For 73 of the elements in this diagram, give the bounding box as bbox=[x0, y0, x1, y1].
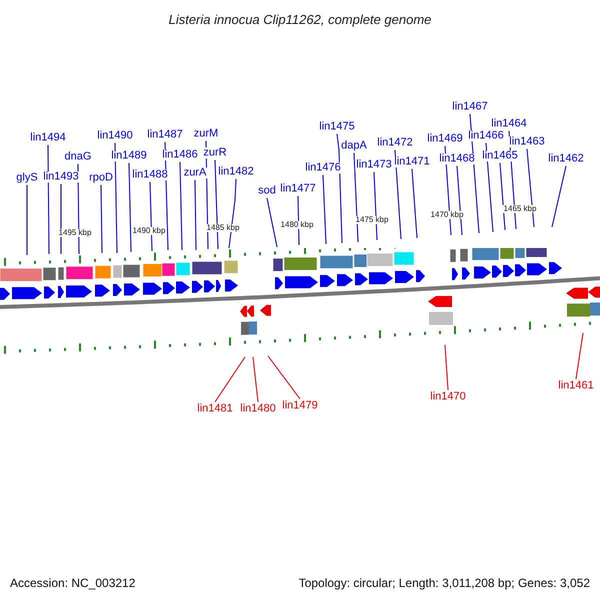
leader-line bbox=[228, 178, 236, 248]
gene-label: lin1490 bbox=[96, 130, 134, 142]
scale-label: 1465 kbp bbox=[502, 205, 538, 213]
scale-label: 1470 kbp bbox=[430, 211, 464, 219]
leader-line bbox=[268, 356, 300, 400]
scale-label: 1475 kbp bbox=[354, 216, 390, 224]
leader-line bbox=[150, 182, 152, 252]
leader-line bbox=[576, 332, 584, 380]
leader-line bbox=[500, 162, 506, 230]
scale-label: 1490 kbp bbox=[132, 227, 166, 235]
gene-label: lin1471 bbox=[393, 156, 431, 168]
leader-line bbox=[266, 198, 278, 248]
leader-line bbox=[526, 148, 534, 228]
footer-text: Topology: circular; Length: 3,011,208 bp; Genes: 3,052 bbox=[298, 575, 590, 592]
gene-label: glyS bbox=[15, 172, 39, 184]
gene-label: lin1487 bbox=[146, 130, 184, 140]
gene-label: lin1489 bbox=[110, 150, 148, 162]
gene-label: lin1464 bbox=[490, 118, 528, 130]
gene-label: lin1462 bbox=[547, 154, 585, 164]
leader-line bbox=[180, 162, 182, 250]
leader-line bbox=[128, 162, 132, 252]
gene-label: sod bbox=[257, 186, 277, 196]
leader-line bbox=[194, 180, 196, 250]
gene-label: lin1475 bbox=[318, 122, 356, 132]
gene-label: zurM bbox=[192, 128, 220, 140]
footer-text: Accession: NC_003212 bbox=[10, 575, 136, 592]
leader-line bbox=[322, 174, 326, 244]
scale-label: 1480 kbp bbox=[280, 221, 314, 229]
gene-label: lin1473 bbox=[355, 160, 393, 170]
gene-label: lin1467 bbox=[451, 102, 489, 112]
leader-line bbox=[214, 160, 218, 250]
gene-label: zurA bbox=[182, 168, 208, 178]
gene-label: lin1486 bbox=[161, 150, 199, 160]
gene-label: dnaG bbox=[64, 152, 92, 162]
leader-line bbox=[412, 168, 418, 238]
gene-label: lin1482 bbox=[217, 166, 255, 178]
leader-line bbox=[100, 184, 102, 254]
leader-line bbox=[394, 150, 402, 240]
gene-label: dapA bbox=[340, 140, 368, 152]
gene-label: lin1477 bbox=[279, 184, 317, 194]
leader-line bbox=[48, 144, 50, 254]
gene-label: lin1465 bbox=[481, 150, 519, 162]
leader-line bbox=[60, 184, 62, 254]
gene-label: lin1463 bbox=[508, 136, 546, 148]
leader-line bbox=[486, 142, 494, 232]
gene-label: lin1461 bbox=[557, 380, 595, 392]
leader-line bbox=[552, 166, 566, 228]
scale-label: 1495 kbp bbox=[58, 229, 92, 237]
gene-label: lin1488 bbox=[131, 170, 169, 180]
gene-label: lin1480 bbox=[239, 404, 277, 414]
leader-line bbox=[336, 134, 342, 244]
leader-line bbox=[114, 142, 118, 254]
gene-label: lin1479 bbox=[281, 400, 319, 412]
scale-label: 1485 kbp bbox=[206, 224, 240, 232]
gene-label: lin1494 bbox=[29, 132, 67, 144]
leader-line bbox=[214, 356, 246, 402]
gene-label: lin1476 bbox=[304, 162, 342, 174]
leader-line bbox=[444, 344, 448, 390]
leader-line bbox=[252, 356, 258, 402]
leader-line bbox=[456, 166, 462, 236]
gene-label: lin1472 bbox=[376, 138, 414, 148]
gene-label: lin1493 bbox=[42, 172, 80, 182]
title: Listeria innocua Clip11262, complete genome bbox=[168, 11, 432, 29]
gene-label: lin1468 bbox=[438, 154, 476, 164]
leader-line bbox=[354, 152, 358, 242]
leader-line bbox=[374, 172, 378, 240]
gene-label: lin1470 bbox=[429, 392, 467, 402]
gene-label: zurR bbox=[202, 148, 228, 158]
gene-label: lin1481 bbox=[196, 404, 234, 414]
gene-label: rpoD bbox=[88, 172, 114, 184]
leader-line bbox=[26, 184, 28, 256]
gene-label: lin1469 bbox=[426, 134, 464, 144]
gene-label: lin1466 bbox=[467, 130, 505, 142]
